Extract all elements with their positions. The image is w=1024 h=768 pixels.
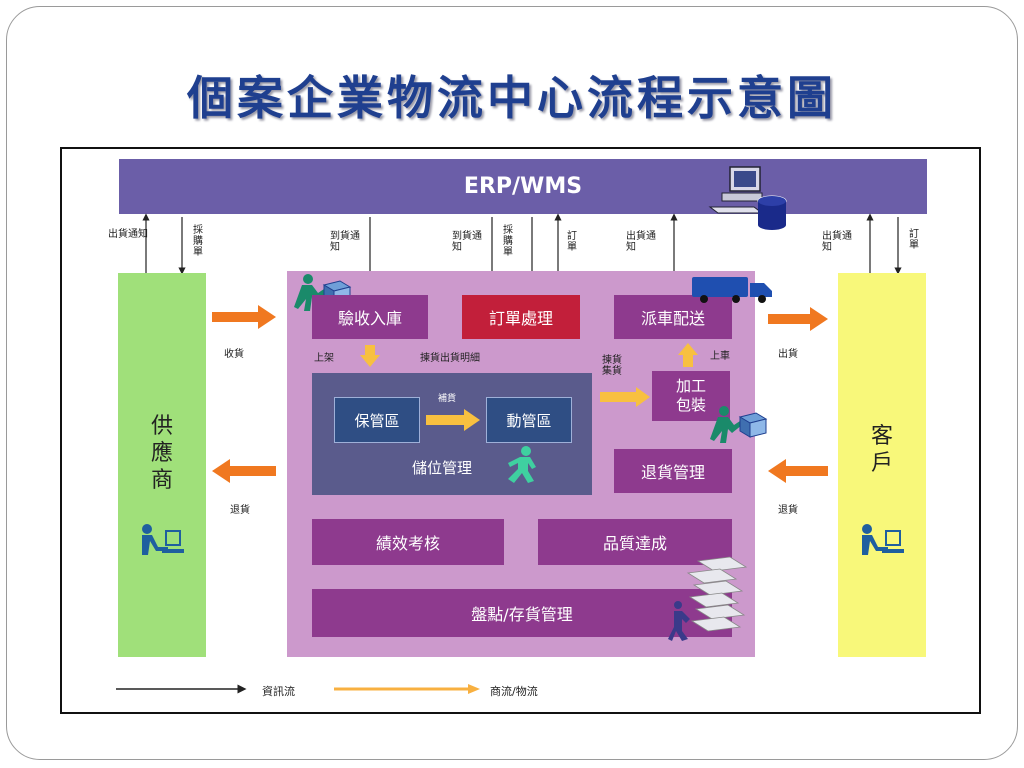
down-arrow-icon [360, 345, 380, 367]
flow-diagram: ERP/WMS 出貨通知 [60, 147, 981, 714]
processing-packing-box: 加工包裝 [652, 371, 730, 421]
customer-column: 客戶 [838, 273, 926, 657]
order-label: 訂單 [567, 231, 577, 253]
pick-collect-arrow-icon [600, 387, 650, 407]
arrival-notice-label-2: 到貨通知 [452, 231, 482, 253]
supplier-return-arrow-icon [212, 459, 276, 483]
erp-wms-bar: ERP/WMS [119, 159, 927, 214]
ship-label: 出貨 [778, 349, 798, 360]
receive-label: 收貨 [224, 349, 244, 360]
picking-detail-label: 揀貨出貨明細 [420, 353, 480, 364]
ship-notice-label: 出貨通知 [626, 231, 656, 253]
processing-packing-label: 加工包裝 [675, 377, 706, 414]
receiving-label: 驗收入庫 [337, 309, 402, 328]
person-desk-icon [142, 524, 184, 555]
performance-label: 績效考核 [375, 534, 440, 553]
dispatch-label: 派車配送 [640, 309, 705, 328]
storage-zone-label: 保管區 [354, 411, 400, 430]
moving-zone-label: 動管區 [506, 411, 552, 430]
order-processing-box: 訂單處理 [462, 295, 580, 339]
location-management-label: 儲位管理 [412, 459, 473, 477]
purchase-order-label: 採購單 [503, 225, 513, 258]
legend-info-flow-label: 資訊流 [262, 685, 295, 698]
returns-management-label: 退貨管理 [640, 463, 705, 482]
up-arrow-icon [678, 343, 698, 367]
quality-box: 品質達成 [538, 519, 732, 565]
inventory-box: 盤點/存貨管理 [312, 589, 732, 637]
inventory-label: 盤點/存貨管理 [471, 605, 573, 624]
info-flow-lines [116, 213, 902, 694]
pick-collect-label: 揀貨集貨 [602, 355, 622, 377]
returns-management-box: 退貨管理 [614, 449, 732, 493]
supplier-return-label: 退貨 [230, 505, 250, 516]
replenish-arrow-icon [426, 409, 480, 431]
receive-arrow-icon [212, 305, 276, 329]
quality-label: 品質達成 [602, 534, 667, 553]
moving-zone-box: 動管區 [486, 397, 572, 443]
worker-icon [508, 446, 536, 483]
customer-ship-notice-label: 出貨通知 [822, 231, 852, 253]
load-label: 上車 [710, 351, 730, 362]
erp-wms-label: ERP/WMS [463, 174, 583, 199]
supplier-name: 供應商 [150, 414, 173, 493]
performance-box: 績效考核 [312, 519, 504, 565]
arrival-notice-label: 到貨通知 [330, 231, 360, 253]
supplier-ship-notice-label: 出貨通知 [108, 229, 148, 240]
storage-zone-box: 保管區 [334, 397, 420, 443]
supplier-purchase-order-label: 採購單 [193, 225, 203, 258]
legend-goods-flow-label: 商流/物流 [490, 685, 538, 698]
person-desk-icon [862, 524, 904, 555]
supplier-column: 供應商 [118, 273, 206, 657]
order-processing-label: 訂單處理 [488, 309, 553, 328]
computer-database-icon [708, 166, 787, 230]
shelve-label: 上架 [314, 353, 334, 364]
replenish-label: 補貨 [438, 394, 457, 404]
receiving-box: 驗收入庫 [312, 295, 428, 339]
customer-name: 客戶 [870, 424, 893, 476]
customer-return-arrow-icon [768, 459, 828, 483]
legend-goods-flow-line [334, 684, 480, 694]
customer-order-label: 訂單 [909, 229, 919, 251]
page-title: 個案企業物流中心流程示意圖 [187, 71, 837, 125]
dispatch-box: 派車配送 [614, 295, 732, 339]
ship-arrow-icon [768, 307, 828, 331]
worker-box-icon [710, 406, 768, 443]
customer-return-label: 退貨 [778, 505, 798, 516]
stacked-boxes-icon [668, 556, 748, 641]
truck-icon [692, 277, 772, 303]
